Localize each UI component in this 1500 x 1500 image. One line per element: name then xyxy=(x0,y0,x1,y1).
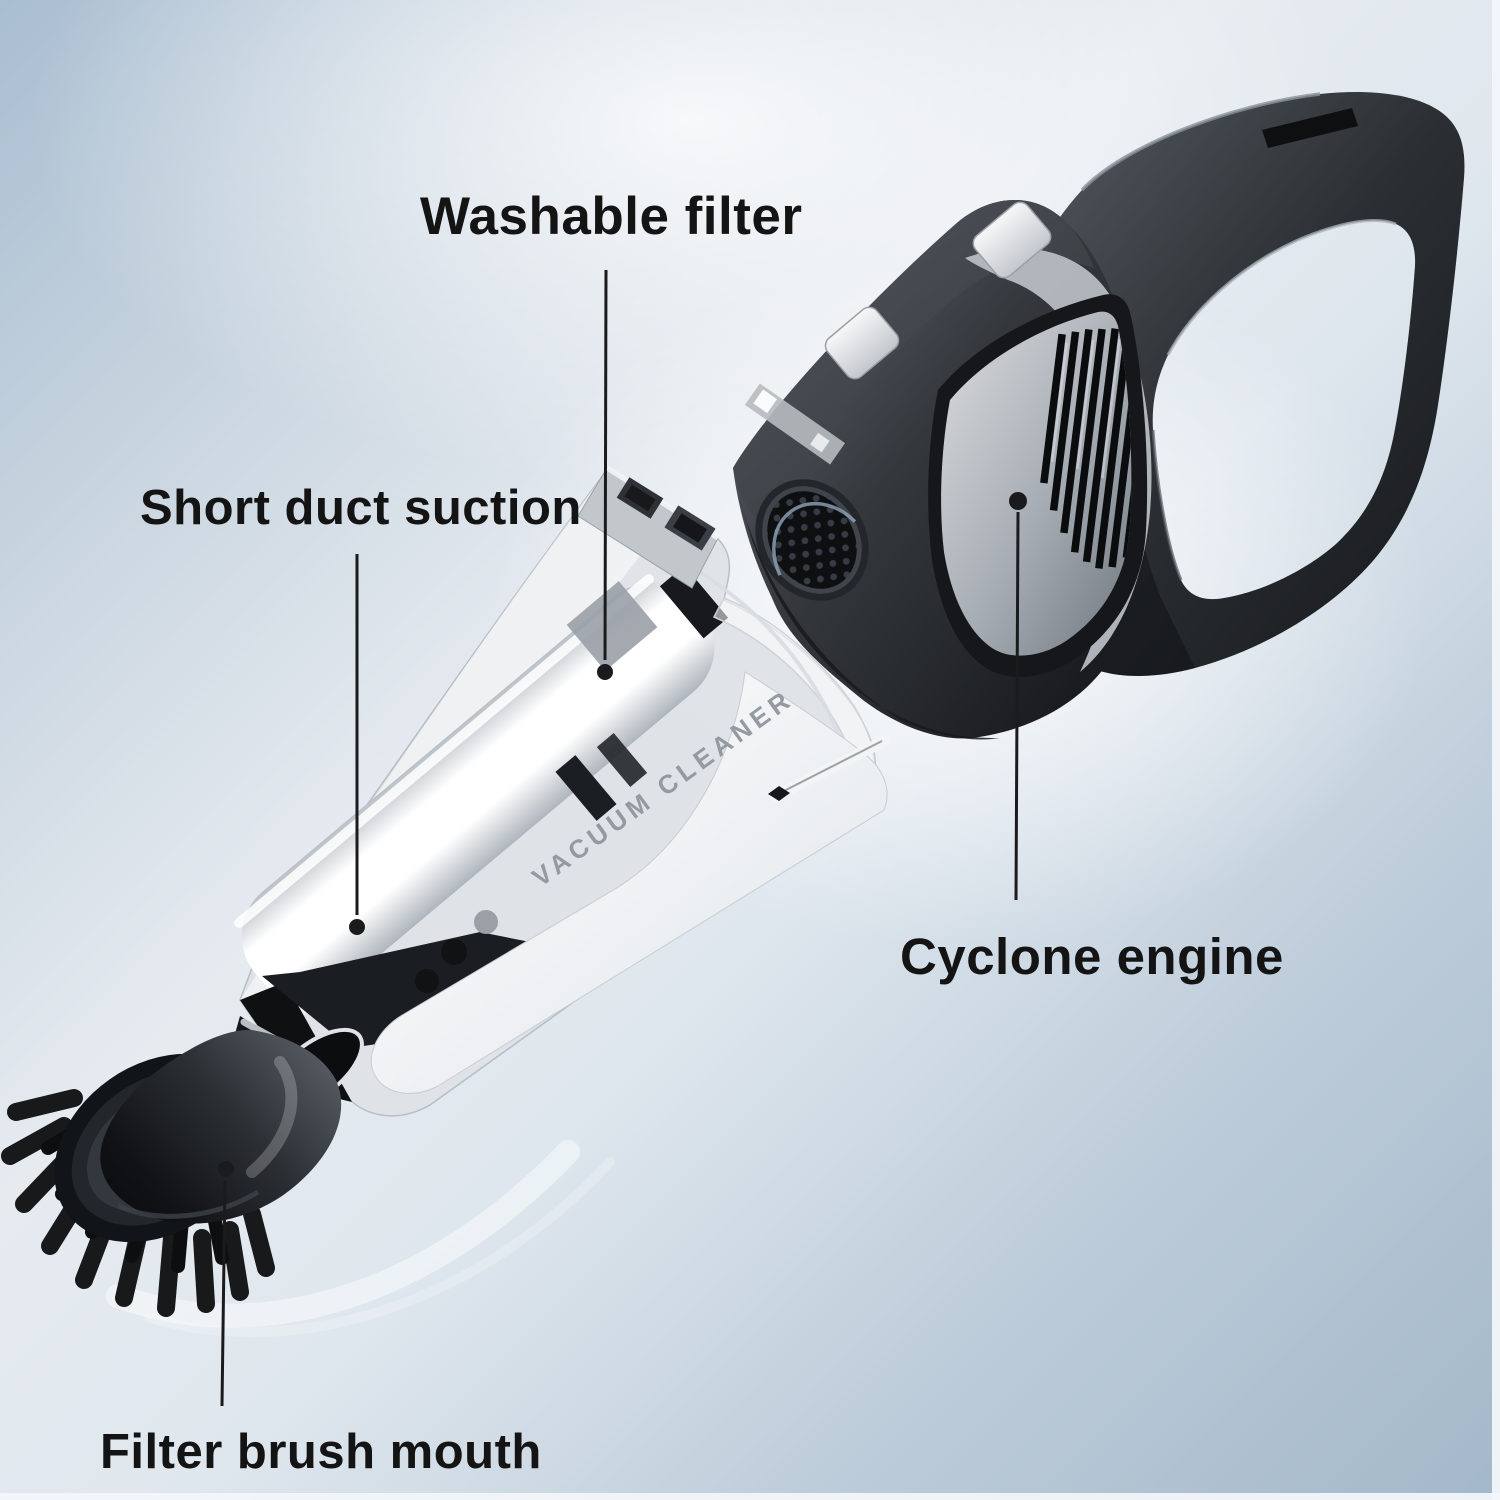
power-button xyxy=(972,201,1052,279)
label-washable-filter: Washable filter xyxy=(420,187,803,246)
label-filter-brush-mouth: Filter brush mouth xyxy=(100,1425,542,1479)
mode-button xyxy=(824,306,900,380)
exhaust-grille xyxy=(755,479,869,601)
brush-cone xyxy=(100,1029,342,1224)
usb-slot xyxy=(616,477,664,519)
reflection-swoosh xyxy=(106,1140,615,1338)
cup-end-cap xyxy=(577,465,720,589)
callout-washable-filter xyxy=(597,269,613,680)
release-buttons xyxy=(415,910,498,993)
dust-cup-duct: VACUUM CLEANER xyxy=(234,465,892,1117)
edge-highlight-bottom xyxy=(0,1493,1500,1500)
inner-suction-tube xyxy=(234,574,715,1001)
cup-latch xyxy=(768,734,892,802)
motor-top-face xyxy=(733,199,1094,520)
usb-slot xyxy=(664,505,716,551)
led-indicator-strip xyxy=(744,383,846,465)
callouts xyxy=(218,269,1027,1407)
vacuum-motor-body xyxy=(733,199,1152,740)
internal-filter-cartridge xyxy=(555,565,729,821)
callout-short-duct-suction xyxy=(349,554,365,935)
engine-vent-slats xyxy=(1040,328,1132,569)
callout-cyclone-engine xyxy=(1009,492,1027,901)
label-short-duct-suction: Short duct suction xyxy=(140,481,582,535)
callout-filter-brush-mouth xyxy=(218,1161,234,1407)
cyclone-engine-panel xyxy=(928,294,1148,678)
edge-highlight-right xyxy=(1492,0,1500,1500)
handle-top-slot xyxy=(1262,108,1358,148)
label-cyclone-engine: Cyclone engine xyxy=(900,928,1284,985)
brush-nozzle xyxy=(1,1016,342,1317)
